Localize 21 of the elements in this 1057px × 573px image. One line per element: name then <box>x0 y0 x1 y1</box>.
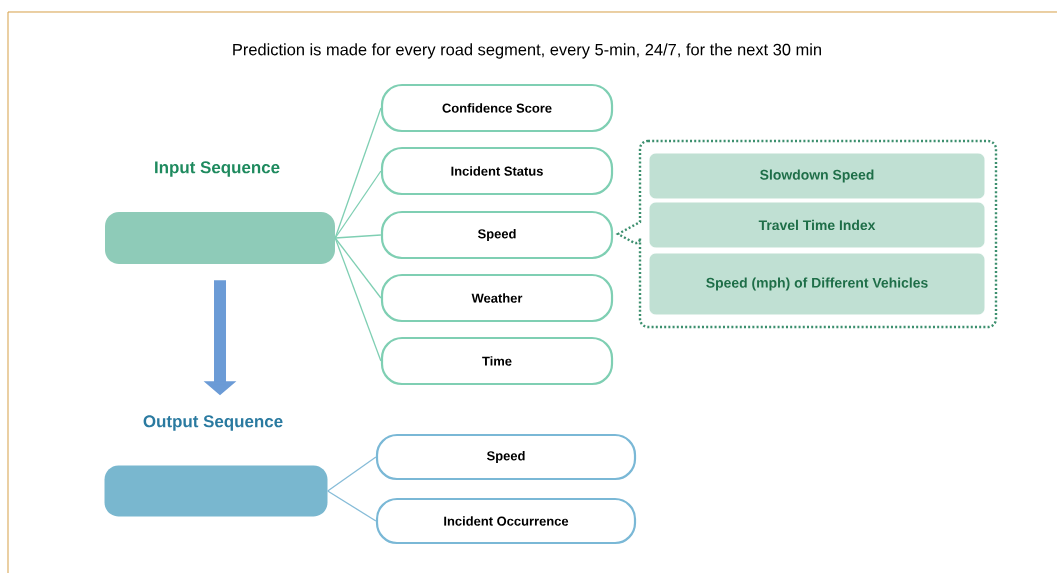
dotted-callout <box>616 139 998 329</box>
sequence-heading: Input Sequence <box>155 161 280 177</box>
field-pill: Weather <box>380 273 614 323</box>
field-pill: Speed <box>380 210 614 260</box>
field-pill: Confidence Score <box>380 83 614 133</box>
connector <box>334 170 382 239</box>
field-pill: Speed <box>375 433 637 481</box>
connector <box>334 237 382 299</box>
feature-box: Travel Time Index <box>648 201 986 249</box>
connector <box>334 234 382 239</box>
connector <box>334 107 382 239</box>
field-pill: Incident Occurrence <box>375 497 637 545</box>
connector <box>334 237 382 362</box>
connector <box>327 490 377 522</box>
field-pill: Time <box>380 336 614 386</box>
title: Prediction is made for every road segment, every 5-min, 24/7, for the next 30 min <box>233 43 821 59</box>
sequence-heading: Output Sequence <box>143 415 283 431</box>
connector <box>327 456 377 492</box>
field-pill: Incident Status <box>380 146 614 196</box>
feature-box: Speed (mph) of Different Vehicles <box>648 252 986 316</box>
feature-box: Slowdown Speed <box>648 152 986 200</box>
